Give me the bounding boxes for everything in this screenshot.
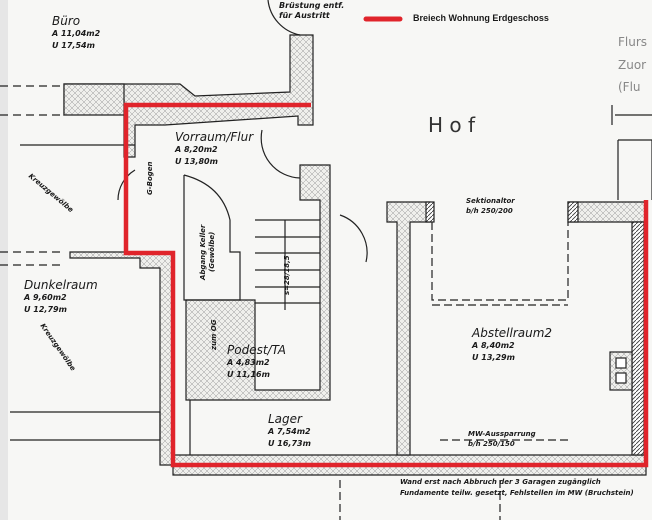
room-dunkelraum: Dunkelraum A 9,60m2 U 12,79m <box>24 278 98 316</box>
room-name: Dunkelraum <box>24 278 98 292</box>
room-area: A 7,54m2 <box>268 427 311 436</box>
room-area: A 11,04m2 <box>52 29 101 38</box>
label-sektionaltor-1: Sektionaltor <box>466 197 515 205</box>
room-area: A 9,60m2 <box>24 293 67 302</box>
room-perimeter: U 16,73m <box>268 439 311 448</box>
label-stair: s=28/18,5 <box>283 255 291 295</box>
scan-edge <box>0 0 8 520</box>
label-right-2: Zuor <box>618 58 647 72</box>
room-area: A 4,83m2 <box>227 358 270 367</box>
room-name: Abstellraum2 <box>472 326 553 340</box>
room-perimeter: U 12,79m <box>24 305 67 314</box>
legend-label: Breiech Wohnung Erdgeschoss <box>413 13 549 23</box>
room-name: Podest/TA <box>227 343 287 357</box>
label-zum-og: zum OG <box>210 319 218 351</box>
room-perimeter: U 11,16m <box>227 370 270 379</box>
label-gewoelbe: (Gewölbe) <box>208 231 216 272</box>
room-vorraum: Vorraum/Flur A 8,20m2 U 13,80m <box>175 130 253 168</box>
room-perimeter: U 17,54m <box>52 41 95 50</box>
note-bruestung-1: Brüstung entf. <box>278 1 346 11</box>
room-perimeter: U 13,29m <box>472 353 515 362</box>
courtyard-label: H o f <box>428 113 476 137</box>
note-wand-2: Fundamente teilw. gesetzt, Fehlstellen i… <box>400 489 634 497</box>
room-name: Vorraum/Flur <box>175 130 254 144</box>
room-name: Büro <box>52 14 81 28</box>
label-mw-1: MW-Aussparrung <box>468 430 536 438</box>
room-podest: Podest/TA A 4,83m2 U 11,16m <box>227 343 286 381</box>
apartment-boundary <box>123 102 649 468</box>
room-lager: Lager A 7,54m2 U 16,73m <box>268 412 311 450</box>
label-sektionaltor-2: b/h 250/200 <box>466 207 513 215</box>
note-wand-1: Wand erst nach Abbruch der 3 Garagen zug… <box>400 478 601 486</box>
label-right-1: Flurs <box>618 35 648 49</box>
room-perimeter: U 13,80m <box>175 157 218 166</box>
label-right-3: (Flu <box>618 80 641 94</box>
note-bruestung-2: für Austritt <box>278 11 331 21</box>
label-g-bogen: G-Bogen <box>146 161 154 195</box>
label-mw-2: b/h 250/150 <box>468 440 515 448</box>
room-bueo: Büro A 11,04m2 U 17,54m <box>52 14 100 52</box>
label-abgang-keller: Abgang Keller <box>199 224 207 280</box>
room-area: A 8,40m2 <box>472 341 515 350</box>
room-name: Lager <box>268 412 302 426</box>
room-area: A 8,20m2 <box>175 145 218 154</box>
room-abstellraum2: Abstellraum2 A 8,40m2 U 13,29m <box>472 326 552 364</box>
